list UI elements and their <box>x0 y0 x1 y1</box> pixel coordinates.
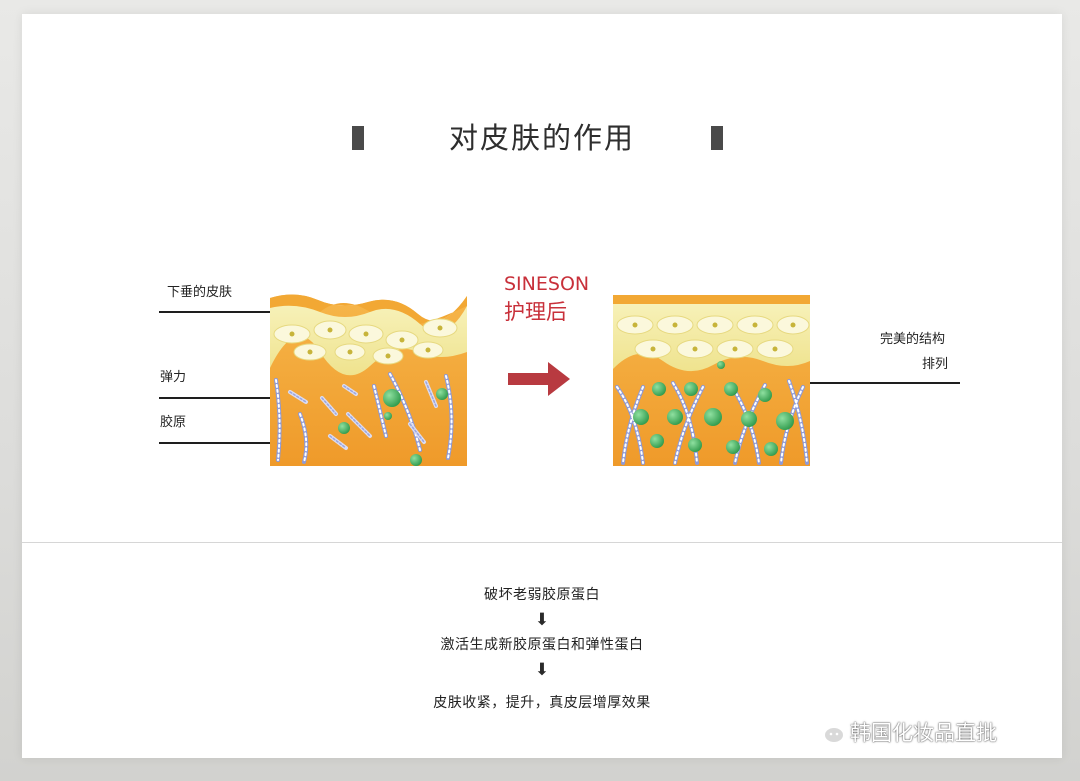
label-elastin: 弹力 <box>160 370 187 385</box>
pointer-collagen <box>159 442 273 444</box>
label-sagging-skin: 下垂的皮肤 <box>167 285 233 300</box>
label-collagen: 胶原 <box>160 415 187 430</box>
section-divider <box>22 542 1062 543</box>
content-card: 对皮肤的作用 下垂的皮肤 弹力 胶原 完美的结构 排列 SINESON 护理后 <box>22 14 1062 758</box>
skin-before-illustration <box>270 290 467 466</box>
skin-after-illustration <box>613 295 810 466</box>
label-perfect-structure-arrangement: 排列 <box>922 357 949 372</box>
pointer-perfect-structure <box>804 382 960 384</box>
down-arrow-icon: ⬇ <box>534 660 550 680</box>
step-2: 激活生成新胶原蛋白和弹性蛋白 <box>440 637 644 653</box>
step-3: 皮肤收紧，提升，真皮层增厚效果 <box>433 695 651 711</box>
pointer-elastin <box>159 397 362 399</box>
title-bar-left <box>352 126 364 150</box>
watermark-text: 韩国化妆品直批 <box>850 721 997 745</box>
title-bar-right <box>711 126 723 150</box>
wechat-icon <box>813 720 845 744</box>
step-1: 破坏老弱胶原蛋白 <box>484 587 600 603</box>
page-title: 对皮肤的作用 <box>448 121 635 155</box>
label-perfect-structure: 完美的结构 <box>880 332 946 347</box>
watermark: 韩国化妆品直批 <box>812 718 997 748</box>
title-section: 对皮肤的作用 <box>22 114 1062 164</box>
pointer-sagging-skin <box>159 311 273 313</box>
brand-subtitle: 护理后 <box>504 300 567 324</box>
down-arrow-icon: ⬇ <box>534 610 550 630</box>
skin-diagram: 下垂的皮肤 弹力 胶原 完美的结构 排列 SINESON 护理后 <box>22 14 1062 554</box>
brand-name: SINESON <box>504 273 590 295</box>
right-arrow-icon <box>508 362 570 396</box>
